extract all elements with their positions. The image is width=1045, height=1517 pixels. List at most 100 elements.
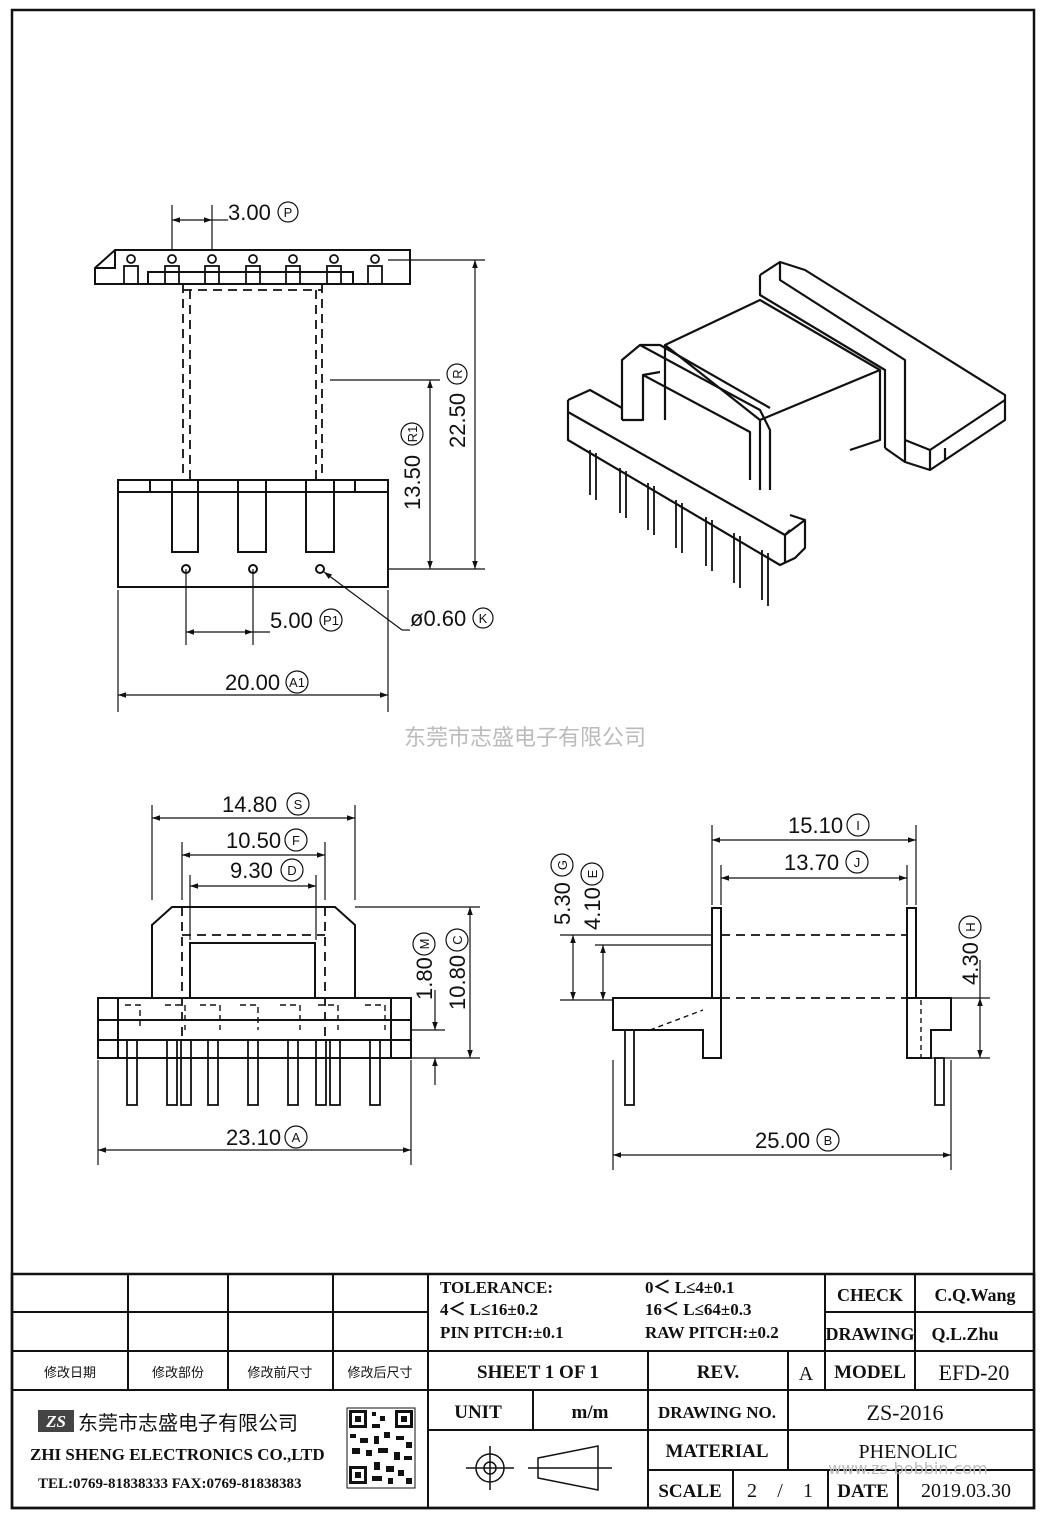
sheet-count: SHEET 1 OF 1 <box>477 1362 599 1383</box>
date-value: 2019.03.30 <box>921 1480 1011 1502</box>
dim-r1-value: 13.50 <box>400 455 425 510</box>
dim-j-label: J <box>854 855 861 870</box>
dim-s-value: 14.80 <box>222 792 277 817</box>
dim-g-label: G <box>555 860 570 870</box>
company-name-cn: 东莞市志盛电子有限公司 <box>78 1411 298 1435</box>
dim-a: 23.10 A <box>226 1125 308 1150</box>
dim-m: 1.80 M <box>412 932 437 1000</box>
dim-s-label: S <box>294 797 303 812</box>
dim-c-value: 10.80 <box>445 955 470 1010</box>
model-value: EFD-20 <box>939 1360 1010 1385</box>
rev-label: REV. <box>697 1362 739 1383</box>
front-base <box>97 997 412 1059</box>
drawing-label: DRAWING <box>825 1324 914 1344</box>
top-view-dims <box>117 205 485 712</box>
dim-a1: 20.00 A1 <box>225 670 309 695</box>
logo-text: ZS <box>45 1412 66 1431</box>
top-pin-holes <box>123 254 383 285</box>
side-view-dims <box>560 825 990 1170</box>
dim-e-label: E <box>585 869 600 878</box>
model-label: MODEL <box>834 1362 906 1383</box>
dim-a-value: 23.10 <box>226 1125 281 1150</box>
dim-a1-label: A1 <box>289 675 305 690</box>
dim-p1-label: P1 <box>323 613 339 628</box>
dim-a-label: A <box>292 1130 301 1145</box>
check-label: CHECK <box>837 1285 903 1305</box>
tolerance-range-3: 16＜ L≤64±0.3 <box>645 1300 752 1319</box>
dim-f-value: 10.50 <box>226 828 281 853</box>
dim-r1-label: R1 <box>405 426 420 443</box>
rev-header-date: 修改日期 <box>44 1366 96 1381</box>
watermark-url: www.zs-bobbin.com <box>828 1459 987 1478</box>
dim-m-value: 1.80 <box>412 957 437 1000</box>
dim-g-value: 5.30 <box>550 882 575 925</box>
dim-r-value: 22.50 <box>445 393 470 448</box>
front-view-dims <box>97 805 480 1165</box>
dim-j-value: 13.70 <box>784 850 839 875</box>
dim-j: 13.70 J <box>784 850 869 875</box>
drawing-no-label: DRAWING NO. <box>658 1403 776 1422</box>
tolerance-label: TOLERANCE: <box>440 1278 553 1297</box>
date-label: DATE <box>837 1481 888 1502</box>
company-logo: ZS <box>38 1410 74 1432</box>
title-block-grid <box>10 1272 1036 1510</box>
company-name-en: ZHI SHENG ELECTRONICS CO.,LTD <box>30 1445 325 1464</box>
dim-b-value: 25.00 <box>755 1128 810 1153</box>
rev-header-before: 修改前尺寸 <box>247 1365 312 1381</box>
dim-i-label: I <box>856 818 860 833</box>
unit-label: UNIT <box>454 1402 502 1423</box>
dim-a1-value: 20.00 <box>225 670 280 695</box>
tolerance-range-2: 4＜ L≤16±0.2 <box>440 1300 538 1319</box>
drawing-no-value: ZS-2016 <box>867 1400 944 1425</box>
isometric-view <box>566 260 1007 606</box>
dim-b-label: B <box>824 1133 833 1148</box>
dim-r1: 13.50 R1 <box>400 422 425 510</box>
dim-p-value: 3.00 <box>228 200 271 225</box>
check-value: C.Q.Wang <box>934 1285 1015 1305</box>
dim-f: 10.50 F <box>226 828 308 853</box>
side-view <box>612 907 952 1106</box>
material-value: PHENOLIC <box>859 1441 958 1463</box>
top-view <box>94 249 411 588</box>
dim-i: 15.10 I <box>788 813 870 838</box>
dim-b: 25.00 B <box>755 1128 840 1153</box>
dim-s: 14.80 S <box>222 792 310 817</box>
front-view <box>97 906 412 1106</box>
scale-label: SCALE <box>658 1481 721 1502</box>
scale-separator: / <box>777 1480 783 1502</box>
dim-i-value: 15.10 <box>788 813 843 838</box>
tolerance-range-1: 0＜ L≤4±0.1 <box>645 1278 735 1297</box>
pin-pitch: PIN PITCH:±0.1 <box>440 1323 564 1342</box>
rev-header-after: 修改后尺寸 <box>347 1366 412 1381</box>
dim-p1-value: 5.00 <box>270 608 313 633</box>
qr-code <box>346 1407 416 1489</box>
dim-r-label: R <box>450 369 465 378</box>
dim-f-label: F <box>292 833 300 848</box>
dim-k-value: ø0.60 <box>410 606 466 631</box>
dim-p: 3.00 P <box>228 200 299 225</box>
dim-h-label: H <box>963 922 978 931</box>
raw-pitch: RAW PITCH:±0.2 <box>645 1323 779 1342</box>
dim-k: ø0.60 K <box>410 606 494 631</box>
dim-r: 22.50 R <box>445 363 470 448</box>
dim-c: 10.80 C <box>445 928 470 1010</box>
dim-d: 9.30 D <box>230 858 304 883</box>
drawing-value: Q.L.Zhu <box>931 1324 998 1344</box>
dim-c-label: C <box>450 935 465 944</box>
dim-g: 5.30 G <box>550 853 575 925</box>
rev-value: A <box>799 1363 814 1385</box>
dim-h: 4.30 H <box>958 915 983 985</box>
dim-e: 4.10 E <box>580 862 605 930</box>
company-contact: TEL:0769-81838333 FAX:0769-81838383 <box>38 1476 301 1492</box>
watermark-company: 东莞市志盛电子有限公司 <box>404 726 646 751</box>
rev-header-part: 修改部份 <box>152 1366 204 1381</box>
dim-e-value: 4.10 <box>580 887 605 930</box>
dim-p1: 5.00 P1 <box>270 608 343 633</box>
dim-m-label: M <box>417 939 432 950</box>
dim-k-label: K <box>479 611 488 626</box>
unit-value: m/m <box>572 1402 609 1423</box>
dim-d-label: D <box>287 863 296 878</box>
top-flange <box>94 249 411 285</box>
material-label: MATERIAL <box>665 1441 768 1462</box>
